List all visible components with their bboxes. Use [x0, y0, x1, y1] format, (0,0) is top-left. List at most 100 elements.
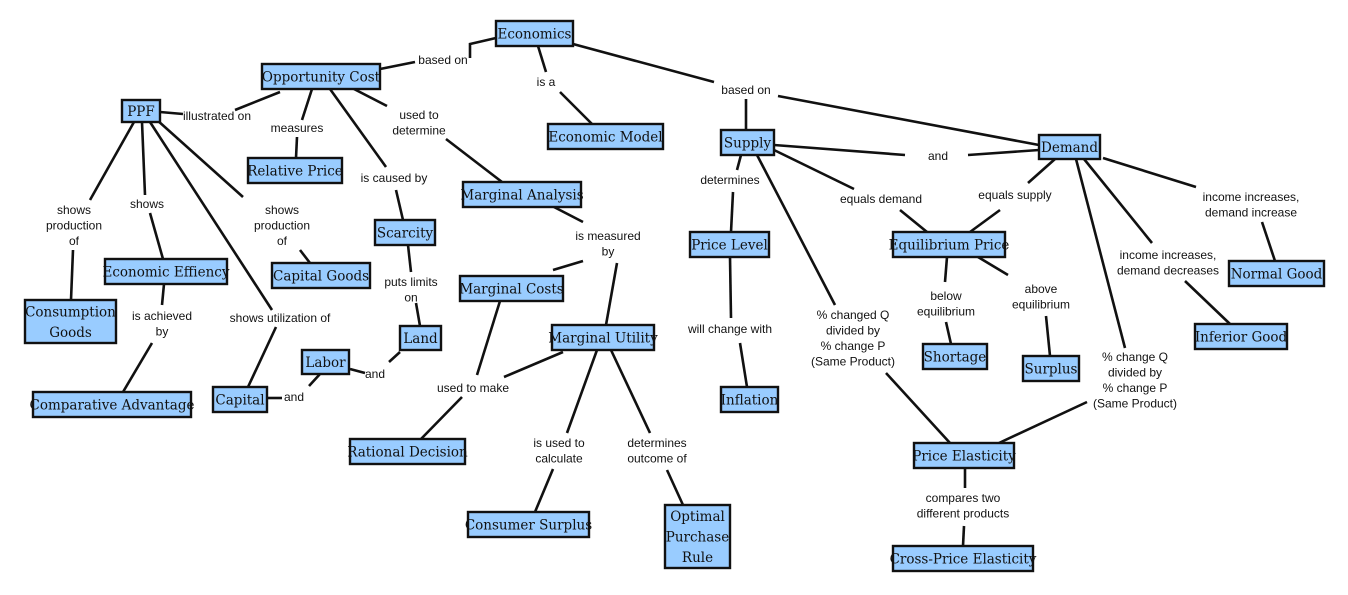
concept-relative-price[interactable]: Relative Price — [246, 156, 344, 185]
concept-marginal-utility[interactable]: Marginal Utility — [548, 323, 658, 352]
concept-normal-good[interactable]: Normal Good — [1227, 259, 1326, 288]
link-label-text: income increases, — [1120, 248, 1217, 262]
concept-economic-effiency[interactable]: Economic Effiency — [103, 257, 230, 286]
concept-marginal-analysis[interactable]: Marginal Analysis — [460, 180, 584, 209]
connector-line-l28-0 — [1074, 158, 1127, 349]
concept-surplus[interactable]: Surplus — [1021, 354, 1081, 383]
connector-line-l12-0 — [160, 283, 166, 306]
concept-demand[interactable]: Demand — [1037, 133, 1102, 161]
link-label-text: equilibrium — [1012, 298, 1070, 312]
connector-line-l12-1 — [121, 342, 154, 393]
concept-labor[interactable]: Labor — [300, 348, 351, 376]
concept-price-level[interactable]: Price Level — [688, 230, 771, 259]
concept-label: Marginal Costs — [459, 282, 563, 298]
link-label-l21[interactable]: determines — [700, 173, 759, 187]
link-label-l2[interactable]: is a — [537, 75, 556, 89]
concept-opportunity-cost[interactable]: Opportunity Cost — [260, 62, 382, 91]
link-label-l1[interactable]: based on — [418, 53, 467, 67]
concept-inflation[interactable]: Inflation — [719, 385, 780, 414]
link-label-l9[interactable]: shows — [130, 197, 164, 211]
concept-capital-goods[interactable]: Capital Goods — [270, 261, 372, 290]
concept-box — [398, 324, 443, 352]
link-label-text: used to make — [437, 381, 509, 395]
connector-line-l17-1 — [503, 350, 564, 379]
concept-economics[interactable]: Economics — [494, 19, 575, 48]
link-label-text: equals supply — [978, 188, 1051, 202]
concept-box — [260, 62, 382, 91]
concept-ppf[interactable]: PPF — [120, 98, 162, 124]
concept-cross-price-elasticity[interactable]: Cross-Price Elasticity — [890, 544, 1037, 573]
link-label-l6[interactable]: is caused by — [361, 171, 428, 185]
concept-rational-decision[interactable]: Rational Decision — [347, 437, 468, 466]
concept-box — [550, 323, 656, 352]
connector-line-l19-0 — [609, 349, 652, 434]
link-label-l23[interactable]: equals demand — [840, 192, 922, 206]
link-label-text: divided by — [826, 324, 880, 338]
link-label-l29[interactable]: income increases,demand increase — [1203, 190, 1300, 220]
link-label-l24[interactable]: equals supply — [978, 188, 1051, 202]
concept-box — [494, 19, 575, 48]
connector-line-l9-0 — [140, 121, 147, 196]
connector-line-l27-0 — [755, 154, 837, 306]
concept-label: PPF — [127, 104, 155, 120]
concept-label: Price Elasticity — [912, 449, 1016, 465]
concept-box — [921, 342, 989, 371]
concept-inferior-good[interactable]: Inferior Good — [1193, 322, 1289, 351]
link-label-l30[interactable]: income increases,demand decreases — [1117, 248, 1219, 278]
concept-comparative-advantage[interactable]: Comparative Advantage — [30, 390, 195, 419]
concept-equilibrium-price[interactable]: Equilibrium Price — [889, 230, 1010, 259]
link-label-l5[interactable]: measures — [271, 121, 324, 135]
link-label-l22[interactable]: will change with — [687, 322, 772, 336]
link-label-text: of — [69, 234, 80, 248]
concept-land[interactable]: Land — [398, 324, 443, 352]
concept-economic-model[interactable]: Economic Model — [546, 122, 665, 151]
connector-line-l21-0 — [735, 154, 743, 171]
link-label-l3[interactable]: based on — [721, 83, 770, 97]
link-label-l4[interactable]: illustrated on — [183, 109, 251, 123]
link-label-text: determines — [627, 436, 686, 450]
concept-capital[interactable]: Capital — [211, 385, 269, 414]
concept-label: Price Level — [691, 238, 768, 254]
concept-label: Economic Model — [548, 130, 662, 146]
link-label-l20[interactable]: and — [928, 149, 948, 163]
connector-line-l16-2 — [604, 262, 619, 326]
concept-label: Capital Goods — [273, 269, 369, 285]
concept-consumer-surplus[interactable]: Consumer Surplus — [465, 510, 592, 539]
link-label-text: shows — [57, 203, 91, 217]
concept-price-elasticity[interactable]: Price Elasticity — [912, 441, 1016, 470]
link-label-text: % change Q — [1102, 350, 1168, 364]
link-label-l14[interactable]: and — [365, 367, 385, 381]
link-label-text: compares two — [926, 491, 1001, 505]
link-label-text: puts limits — [384, 275, 437, 289]
link-label-text: by — [156, 325, 169, 339]
link-label-l15[interactable]: and — [284, 390, 304, 404]
concept-supply[interactable]: Supply — [719, 128, 776, 157]
connector-line-l10-0 — [148, 121, 274, 311]
connector-line-l21-1 — [729, 191, 735, 233]
link-label-text: % change P — [821, 339, 886, 353]
concept-marginal-costs[interactable]: Marginal Costs — [458, 274, 565, 303]
concept-label: Comparative Advantage — [30, 398, 195, 414]
link-label-l31[interactable]: compares two different products — [917, 491, 1010, 521]
connector-line-l11-0 — [156, 119, 244, 198]
connector-line-l30-0 — [1082, 158, 1154, 244]
link-label-l10[interactable]: shows utilization of — [230, 311, 331, 325]
link-label-l17[interactable]: used to make — [437, 381, 509, 395]
concept-scarcity[interactable]: Scarcity — [373, 218, 437, 247]
concept-shortage[interactable]: Shortage — [921, 342, 989, 371]
link-label-text: different products — [917, 507, 1010, 521]
